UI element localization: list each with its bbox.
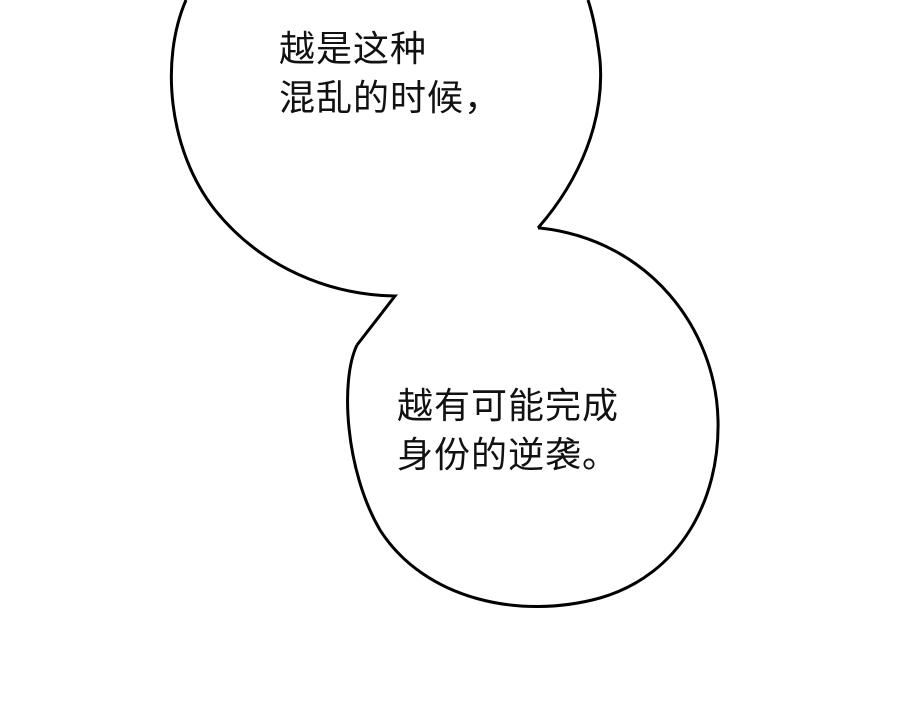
dialogue-line: 身份的逆袭。 [397,435,620,476]
speech-bubble-upper-text: 越是这种 混乱的时候， [279,25,501,123]
speech-bubble-upper-outline [169,0,603,346]
speech-bubble-lower-text: 越有可能完成 身份的逆袭。 [397,382,619,480]
dialogue-line: 越是这种 [279,29,428,70]
speech-bubble-lower-outline [346,226,720,608]
dialogue-line: 混乱的时候， [279,78,502,119]
dialogue-line: 越有可能完成 [397,386,620,427]
